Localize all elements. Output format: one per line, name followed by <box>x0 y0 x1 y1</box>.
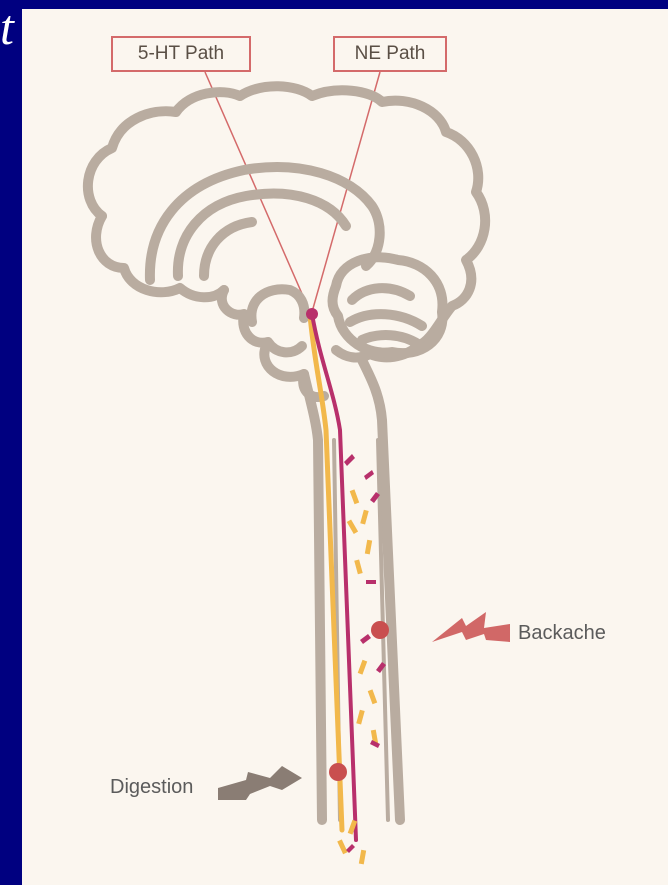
backache-bolt <box>432 612 510 642</box>
backache-signal-point <box>371 621 389 639</box>
ne-path-label: NE Path <box>333 36 447 72</box>
ne-leader-line <box>312 72 380 312</box>
5ht-path-label: 5-HT Path <box>111 36 251 72</box>
origin-node <box>306 308 318 320</box>
digestion-label: Digestion <box>110 776 193 799</box>
backache-label: Backache <box>518 622 606 645</box>
digestion-bolt <box>218 766 302 800</box>
digestion-signal-point <box>329 763 347 781</box>
brain-outline <box>88 86 485 820</box>
